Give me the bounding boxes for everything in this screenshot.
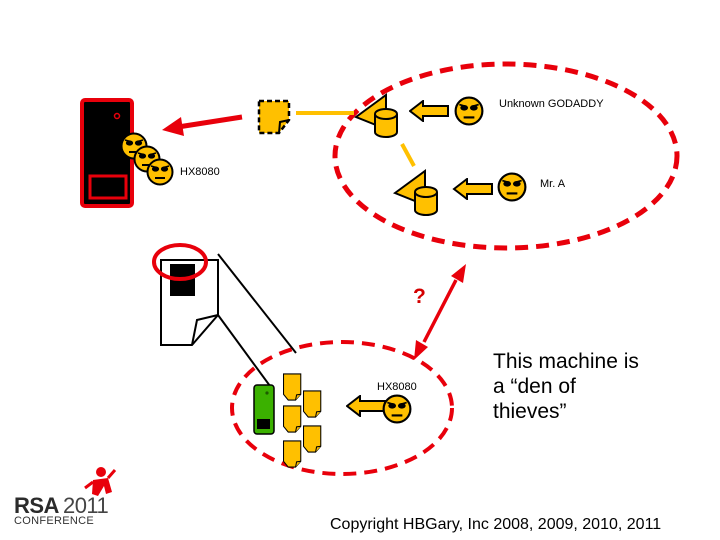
den-line-2: a “den of xyxy=(493,375,576,398)
label-question-mark: ? xyxy=(413,285,426,308)
bottom-dashed-ellipse xyxy=(230,340,454,476)
arrow-icon xyxy=(409,100,449,122)
document-stack-icon xyxy=(283,373,322,468)
rsa-brand: RSA xyxy=(14,493,59,518)
copyright-footer: Copyright HBGary, Inc 2008, 2009, 2010, … xyxy=(330,516,662,533)
highlight-circle xyxy=(152,243,208,281)
top-right-dashed-ellipse xyxy=(332,61,680,251)
rsa-conference: CONFERENCE xyxy=(14,515,95,527)
face-icon xyxy=(454,96,484,126)
den-of-thieves-text: This machine is a “den of thieves” xyxy=(493,349,639,424)
label-hx8080-top: HX8080 xyxy=(180,166,220,178)
face-icon xyxy=(497,172,527,202)
rsa-logo-figure-icon xyxy=(84,467,117,496)
label-unknown-godaddy: Unknown GODADDY xyxy=(499,98,604,110)
green-machine-icon xyxy=(253,384,275,435)
yellow-diagonal-connector xyxy=(400,143,416,167)
arrow-icon xyxy=(346,395,386,417)
database-icon xyxy=(392,169,438,216)
rsa-year: 2011 xyxy=(62,493,109,518)
database-icon xyxy=(353,93,398,138)
bidirectional-arrow-icon xyxy=(414,264,466,360)
red-arrow-icon xyxy=(162,114,243,136)
arrow-icon xyxy=(452,178,494,200)
den-line-1: This machine is xyxy=(493,350,639,373)
dashed-document-icon xyxy=(257,99,291,135)
label-mr-a: Mr. A xyxy=(540,178,566,190)
zoomed-document-icon xyxy=(160,253,297,387)
face-icon xyxy=(382,394,412,424)
label-hx8080-bottom: HX8080 xyxy=(377,381,417,393)
den-line-3: thieves” xyxy=(493,400,567,423)
